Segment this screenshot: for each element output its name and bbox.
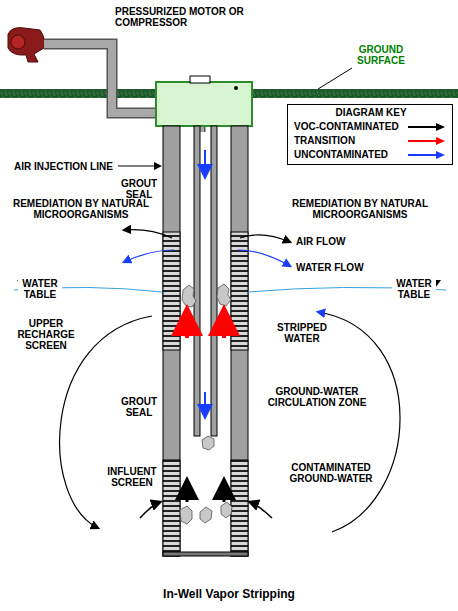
line-label: AIR INJECTION LINE bbox=[14, 161, 118, 172]
zone-label: REMEDIATION BY NATURAL MICROORGANISMS bbox=[6, 198, 156, 220]
legend-heading: DIAGRAM KEY bbox=[294, 106, 448, 120]
legend-box: DIAGRAM KEYVOC-CONTAMINATED TRANSITION UNC… bbox=[287, 104, 453, 165]
legend-text: TRANSITION bbox=[294, 135, 355, 146]
water-label: CONTAMINATED GROUND-WATER bbox=[276, 462, 386, 484]
seal-label: GROUT SEAL bbox=[118, 396, 160, 418]
legend-text: UNCONTAMINATED bbox=[294, 149, 388, 160]
flow-label: WATER FLOW bbox=[296, 262, 386, 273]
legend-arrow bbox=[406, 150, 446, 160]
caption: In-Well Vapor Stripping bbox=[0, 587, 458, 601]
legend-row: VOC-CONTAMINATED bbox=[294, 120, 448, 134]
zone-label: GROUND-WATER CIRCULATION ZONE bbox=[262, 386, 372, 408]
legend-row: UNCONTAMINATED bbox=[294, 148, 448, 162]
water-table-label: WATER TABLE bbox=[392, 278, 436, 300]
seal-label: GROUT SEAL bbox=[118, 178, 160, 200]
flow-label: AIR FLOW bbox=[296, 236, 376, 247]
zone-label: REMEDIATION BY NATURAL MICROORGANISMS bbox=[280, 198, 440, 220]
legend-text: VOC-CONTAMINATED bbox=[294, 121, 399, 132]
legend-arrow bbox=[406, 136, 446, 146]
screen-label: INFLUENT SCREEN bbox=[104, 466, 160, 488]
equipment-label: PRESSURIZED MOTOR OR COMPRESSOR bbox=[115, 6, 245, 28]
legend-arrow bbox=[406, 122, 446, 132]
screen-label: UPPER RECHARGE SCREEN bbox=[8, 318, 84, 351]
surface-label: GROUND SURFACE bbox=[336, 44, 426, 66]
water-table-label: WATER TABLE bbox=[18, 278, 62, 300]
water-label: STRIPPED WATER bbox=[270, 322, 334, 344]
legend-row: TRANSITION bbox=[294, 134, 448, 148]
